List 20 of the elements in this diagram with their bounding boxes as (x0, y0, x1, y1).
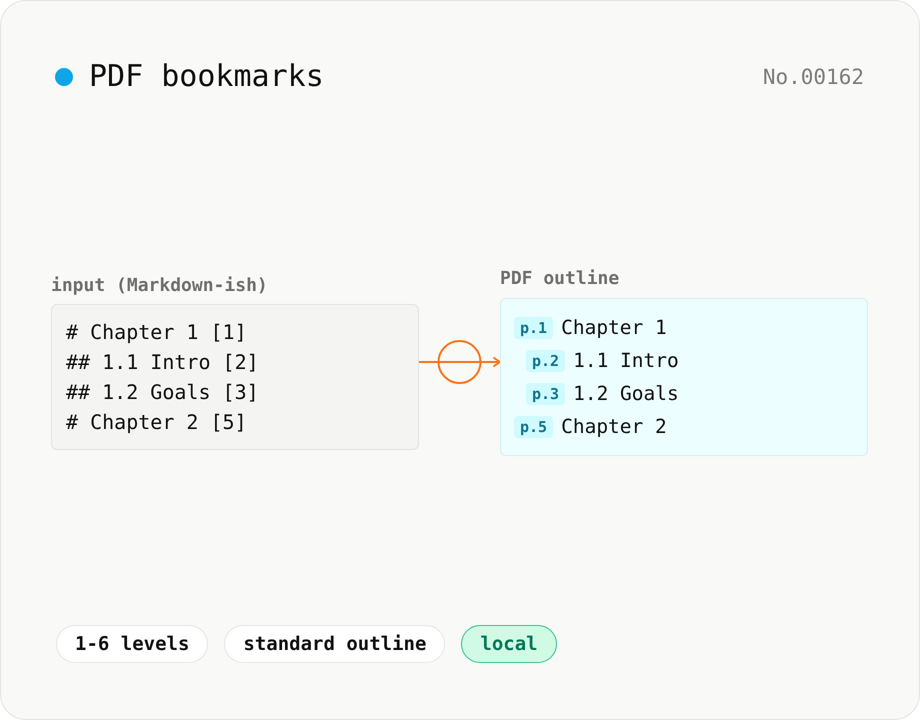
tag: local (461, 625, 557, 663)
arrow (419, 357, 501, 367)
code-line: ## 1.2 Goals [3] (66, 379, 259, 406)
panel-heading: input (Markdown-ish) (51, 276, 268, 296)
outline-entry: Chapter 1 (561, 314, 667, 340)
outline-entry: 1.1 Intro (573, 348, 679, 374)
page-tag: p.1 (514, 316, 554, 338)
panel-heading: PDF outline (500, 269, 620, 289)
code-line: # Chapter 2 [5] (66, 409, 247, 436)
code-line: ## 1.1 Intro [2] (66, 349, 259, 376)
title: PDF bookmarks (89, 58, 324, 96)
tag: standard outline (224, 625, 446, 663)
tag: 1-6 levels (56, 625, 208, 663)
page-tag: p.5 (514, 416, 554, 438)
serial-number: No.00162 (762, 64, 864, 90)
outline-entry: 1.2 Goals (573, 380, 679, 406)
code-line: # Chapter 1 [1] (66, 319, 247, 346)
outline-entry: Chapter 2 (561, 414, 667, 440)
page-tag: p.2 (526, 350, 566, 372)
page-tag: p.3 (526, 382, 566, 404)
